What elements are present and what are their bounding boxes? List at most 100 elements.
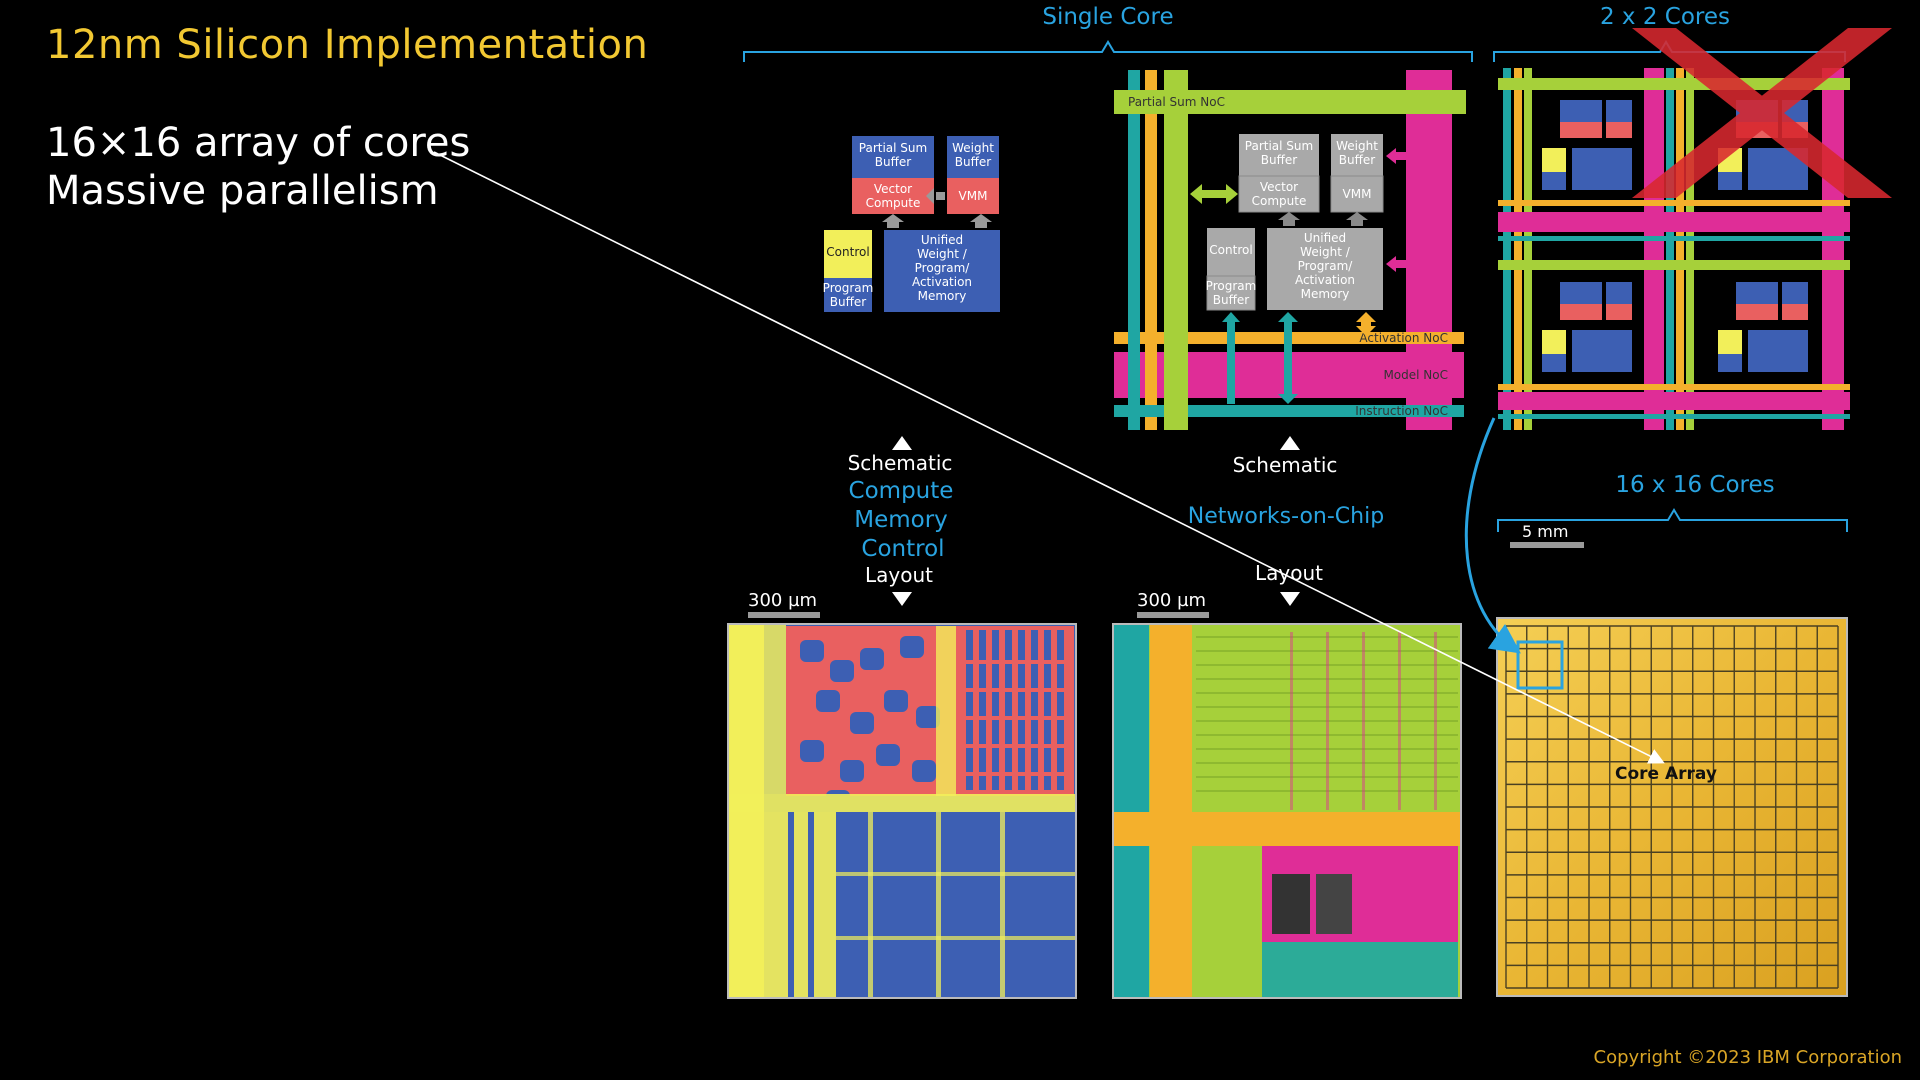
activation-noc-label: Activation NoC — [1359, 331, 1448, 345]
quad-noc-mid-2 — [1686, 68, 1694, 430]
instruction-noc-horizontal — [1114, 405, 1464, 417]
unified-memory-block — [884, 230, 1000, 312]
memory-blob-2 — [860, 648, 884, 670]
gray-control — [1207, 228, 1255, 276]
layout-mid-down-arrow — [1280, 592, 1300, 606]
quad-noc-mid-0 — [1666, 68, 1674, 430]
memory-blob-5 — [850, 712, 874, 734]
quad-noc-row-7 — [1498, 414, 1850, 419]
mid-texture-line-6 — [1196, 720, 1458, 722]
quad-noc-left-1 — [1514, 68, 1522, 430]
activation-noc-vertical — [1145, 70, 1157, 430]
layout-mid-grid-lines — [1196, 632, 1458, 810]
layout-mid-orange-row — [1113, 812, 1461, 846]
memory-column-gap-3 — [962, 744, 1074, 748]
layout-mid-teal-row — [1262, 942, 1458, 998]
layout-networks — [1112, 623, 1462, 999]
grid-v-1 — [936, 812, 941, 998]
quad-noc-row-0 — [1498, 78, 1850, 90]
bullet-parallelism: Massive parallelism — [46, 168, 439, 214]
scale-mid-bar — [1137, 612, 1209, 618]
label-single-core: Single Core — [1042, 4, 1173, 30]
memory-to-compute-arrow — [882, 214, 904, 228]
layout-left-stripe-2 — [808, 812, 814, 998]
gray-weight-buffer — [1331, 134, 1383, 176]
gray-memory-to-compute-arrow — [1278, 212, 1300, 226]
schematic-left-caption: Schematic — [848, 451, 953, 475]
brace-single-core — [743, 40, 1473, 62]
mini-control-2 — [1542, 330, 1566, 354]
layout-mid-dark-block-1 — [1272, 874, 1310, 934]
layout-left-caption: Layout — [865, 563, 933, 587]
grid-v-2 — [1000, 812, 1005, 998]
mid-texture-line-4 — [1196, 692, 1458, 694]
quad-noc-row-3 — [1498, 236, 1850, 241]
gray-vector-compute — [1238, 175, 1320, 213]
mid-texture-line-7 — [1196, 734, 1458, 736]
memory-blob-1 — [830, 660, 854, 682]
weight-buffer-block — [947, 136, 999, 178]
scale-left-bar — [748, 612, 820, 618]
quad-noc-row-1 — [1498, 200, 1850, 206]
vmm-block — [947, 178, 999, 214]
vmm-label: VMM — [959, 189, 988, 203]
mini-vmm-2 — [1606, 304, 1632, 320]
memory-column-4 — [1018, 630, 1025, 790]
memory-blob-9 — [840, 760, 864, 782]
layout-mid-orange-col — [1150, 624, 1192, 998]
label-2x2-cores: 2 x 2 Cores — [1600, 4, 1730, 30]
layout-left-yellow-block — [764, 812, 836, 998]
instruction-noc-arrow-memory — [1278, 312, 1298, 404]
memory-column-gap-1 — [962, 688, 1074, 692]
control-caption: Control — [861, 536, 944, 562]
model-noc-label: Model NoC — [1383, 368, 1448, 382]
quad-noc-left-0 — [1503, 68, 1511, 430]
memory-blob-4 — [816, 690, 840, 712]
mini-vector-compute-2 — [1560, 304, 1602, 320]
die-border — [1496, 617, 1848, 997]
program-buffer-block — [824, 278, 872, 312]
scale-right-label: 5 mm — [1522, 522, 1568, 541]
scale-right-bar — [1510, 542, 1584, 548]
memory-blob-10 — [876, 744, 900, 766]
memory-caption: Memory — [854, 507, 948, 533]
compute-caption: Compute — [849, 478, 954, 504]
mid-texture-line-9 — [1196, 762, 1458, 764]
mini-program-buffer-0 — [1542, 172, 1566, 190]
model-noc-arrow-weight — [1386, 148, 1406, 164]
layout-left-border — [727, 623, 1077, 999]
mini-weight-buffer-3 — [1782, 282, 1808, 304]
mini-vmm-3 — [1782, 304, 1808, 320]
layout-left-down-arrow — [892, 592, 912, 606]
mini-vector-compute-3 — [1736, 304, 1778, 320]
mid-texture-line-3 — [1196, 678, 1458, 680]
memory-column-gap-0 — [962, 660, 1074, 664]
pointer-line — [433, 151, 1665, 764]
die-highlight-core — [1516, 640, 1564, 690]
schematic-left-up-arrow — [892, 436, 912, 450]
quad-noc-row-6 — [1498, 392, 1850, 410]
slide-title: 12nm Silicon Implementation — [46, 22, 649, 68]
mini-control-0 — [1542, 148, 1566, 172]
memory-blob-7 — [916, 706, 940, 728]
scale-mid-label: 300 µm — [1137, 590, 1206, 611]
gray-vmm — [1330, 175, 1384, 213]
gray-unified-memory — [1267, 228, 1383, 310]
layout-mid-dark-block-2 — [1316, 874, 1352, 934]
mini-psum-buffer-0 — [1560, 100, 1602, 122]
mid-texture-line-11 — [1196, 790, 1458, 792]
noc-schematic: Partial Sum NoC Activation NoC Model NoC… — [1114, 70, 1466, 430]
mid-texture-line-10 — [1196, 776, 1458, 778]
memory-column-3 — [1005, 630, 1012, 790]
layout-mid-border — [1112, 623, 1462, 999]
mid-magenta-line-0 — [1290, 632, 1293, 810]
mini-program-buffer-1 — [1718, 172, 1742, 190]
